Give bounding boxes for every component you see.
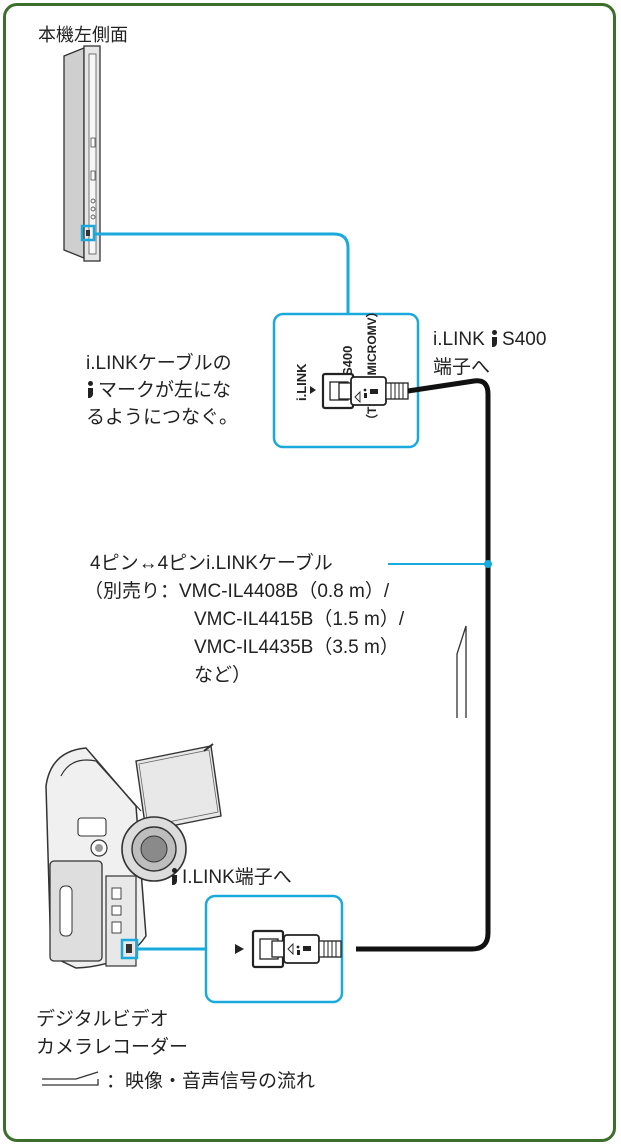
cable-label-line5: など） [194,665,252,686]
cable-label-line4: VMC-IL4435B（3.5 m） [194,637,399,658]
ilink-caption-line1: i.LINKケーブルの [86,353,232,374]
panel-ts-microm-text: （TS/DV MICROMV） [364,305,379,426]
legend-arrow-icon [42,1071,99,1086]
diagram-frame: i.LINK S400 （TS/DV MICROMV） [3,3,616,1142]
s400-port-label-line3: 端子へ [433,357,491,378]
ilink-caption-line2: マークが左にな [98,380,232,401]
connection-diagram: i.LINK S400 （TS/DV MICROMV） [42,45,492,1086]
camcorder-name-line2: カメラレコーダー [36,1037,189,1058]
arrow-right-icon [310,386,316,394]
panel-s400-text: S400 [340,346,355,376]
cable-label-line1: 4ピン↔4ピンi.LINKケーブル [90,553,333,574]
ilink-cable [356,378,491,952]
ilink-caption-line3: るようにつなぐ。 [86,407,239,428]
camcorder-name-line1: デジタルビデオ [36,1009,169,1030]
tv-callout-line [94,232,350,314]
arrow-right-icon-2 [235,944,244,954]
camcorder-port-label: I.LINK端子へ [170,865,292,891]
camcorder-port-text: I.LINK端子へ [182,867,292,888]
ilink-icon-2 [491,330,499,347]
ilink-icon-3 [171,868,179,885]
camcorder-port-zoom-panel [204,894,344,1004]
s400-port-ilink-text: i.LINK [433,329,485,350]
tv-side-view [63,45,101,262]
s400-port-label-line1: i.LINK S400 [433,327,546,353]
ilink-caption-line2-wrap: マークが左にな [86,378,231,404]
camcorder-illustration [45,743,222,969]
cable-label-line2: （別売り：VMC-IL4408B（0.8 m）/ [84,581,390,602]
tv-side-label: 本機左側面 [38,25,128,45]
tv-port-zoom-panel: i.LINK S400 （TS/DV MICROMV） [272,305,420,449]
s400-port-s400-text: S400 [502,329,547,350]
panel-plug [350,376,387,406]
cable-label-line3: VMC-IL4415B（1.5 m）/ [194,609,405,630]
panel-ilink-text: i.LINK [294,363,309,401]
flow-arrow-icon [456,625,467,718]
ilink-icon [87,381,95,398]
legend-text: ：映像・音声信号の流れ [106,1071,316,1092]
